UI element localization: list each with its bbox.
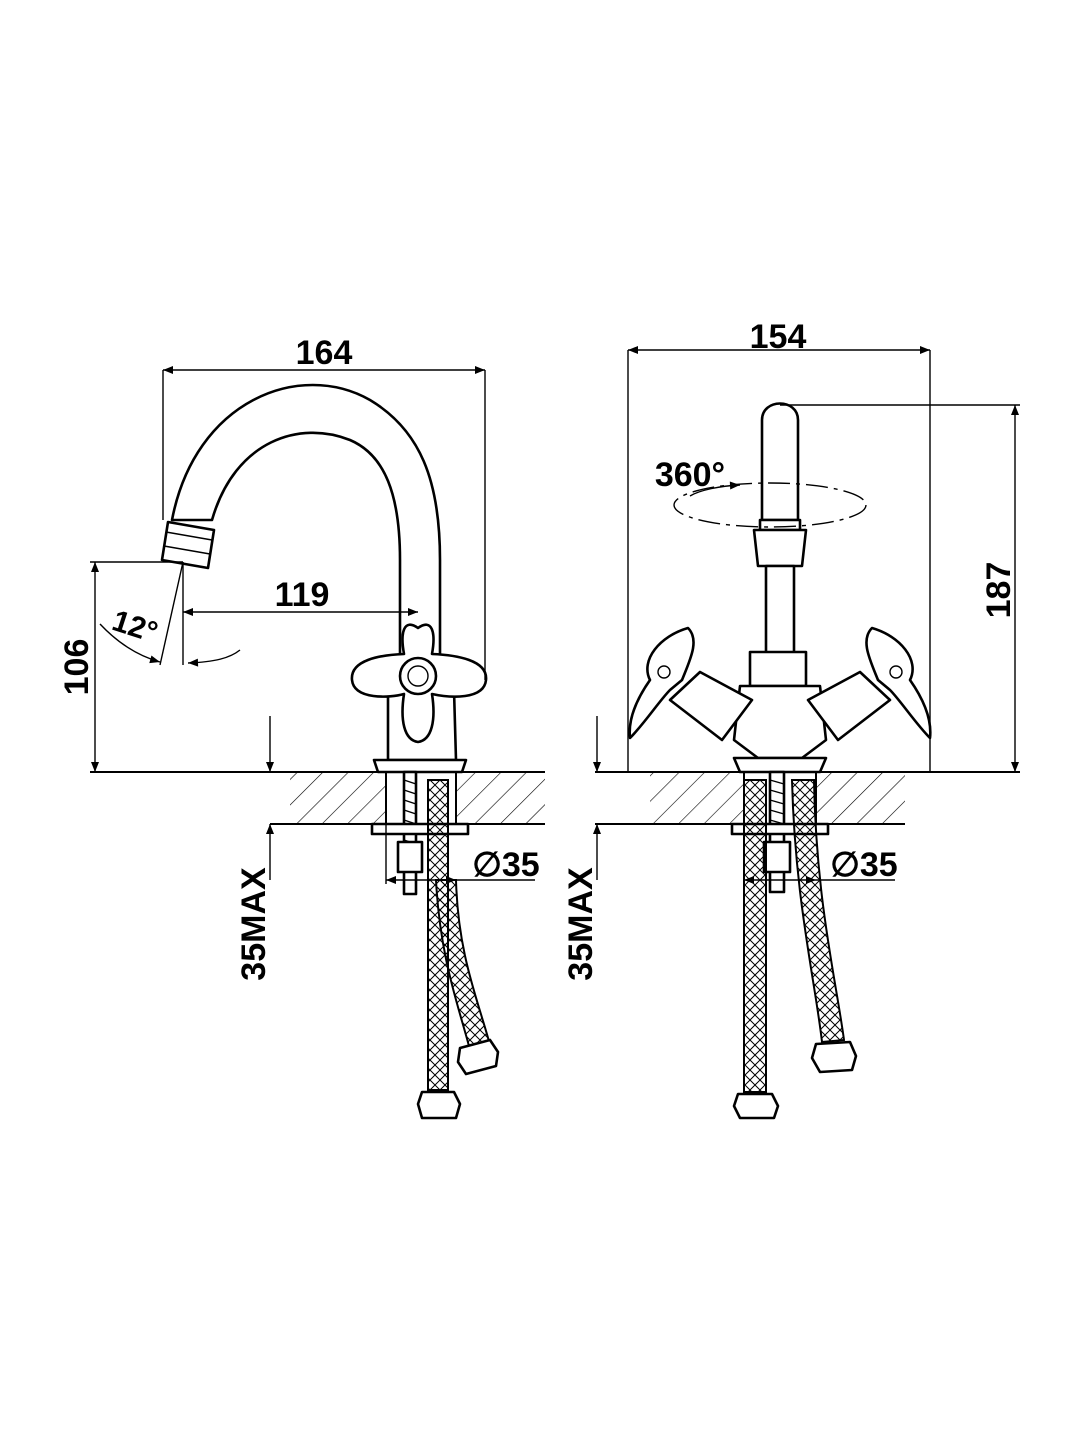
side-view: 164 119 106 12° 35MAX ∅35 [58, 334, 545, 1120]
front-hose-1 [743, 779, 767, 1093]
dim-side-thickness: 35MAX [235, 867, 273, 981]
front-handle-left [628, 626, 695, 740]
front-spout [760, 402, 800, 522]
front-view: 360° 154 187 [562, 318, 1020, 1120]
dim-side-hole: ∅35 [472, 846, 539, 884]
dim-front-width: 154 [750, 318, 807, 356]
dim-side-width: 164 [296, 334, 353, 372]
front-handle-right [865, 626, 932, 740]
side-spout [170, 383, 442, 702]
dim-rotation: 360° [655, 456, 725, 494]
dim-spout-reach: 119 [275, 576, 330, 614]
side-hose-1 [427, 779, 449, 1091]
dim-spout-angle: 12° [108, 604, 161, 649]
dim-front-height: 187 [980, 562, 1018, 619]
dim-front-hole: ∅35 [830, 846, 897, 884]
dim-side-height: 106 [58, 639, 96, 696]
dim-front-thickness: 35MAX [562, 867, 600, 981]
front-hose-2 [790, 779, 846, 1044]
